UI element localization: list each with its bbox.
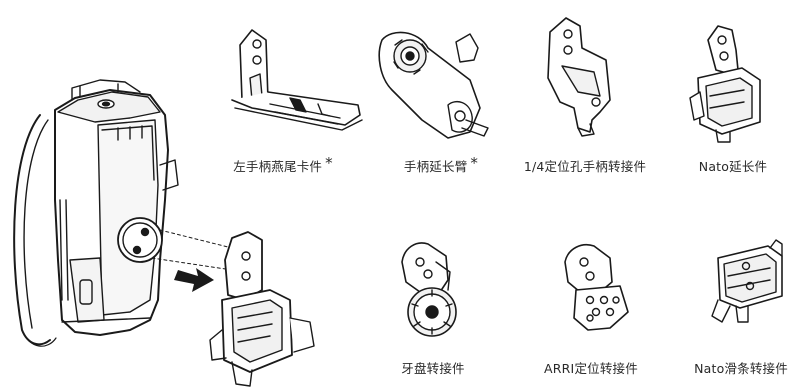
part-handle-arm (378, 31, 489, 139)
part-nato-extension (689, 25, 761, 143)
label-left-dovetail: 左手柄燕尾卡件* (233, 154, 333, 174)
mounted-adapter (209, 231, 315, 387)
part-quarter-inch-adapter (547, 17, 611, 137)
part-arri-adapter (564, 244, 629, 331)
part-rosette-adapter (401, 242, 457, 337)
label-handle-arm: 手柄延长臂* (403, 154, 479, 174)
part-left-dovetail (231, 29, 363, 131)
label-arri-adapter: ARRI定位转接件 (544, 361, 638, 376)
main-handle (13, 79, 179, 347)
label-quarter-inch-adapter: 1/4定位孔手柄转接件 (523, 159, 647, 174)
label-nato-rail-adapter: Nato滑条转接件 (694, 361, 788, 376)
part-nato-rail-adapter (711, 239, 783, 323)
attach-guides (151, 229, 233, 292)
label-rosette-adapter: 牙盘转接件 (401, 361, 465, 376)
label-nato-extension: Nato延长件 (698, 159, 768, 174)
